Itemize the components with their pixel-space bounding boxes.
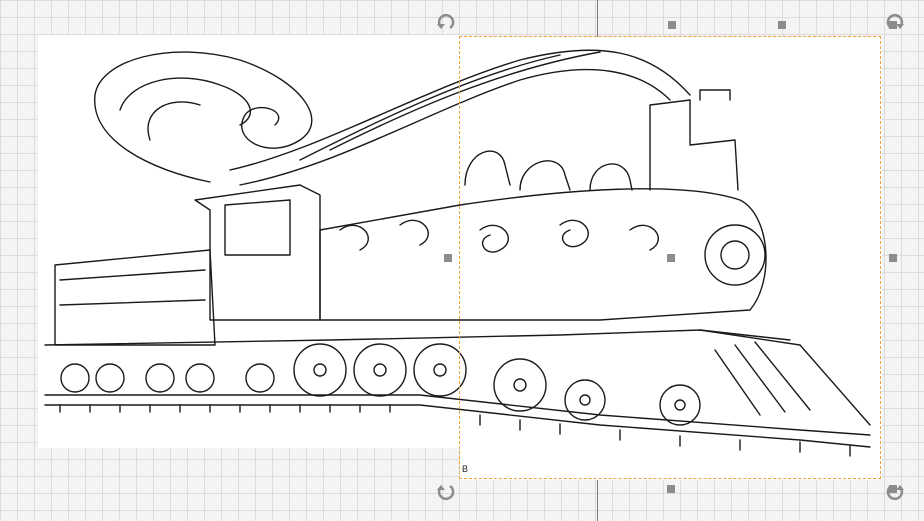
rotate-icon-bottom-left[interactable] xyxy=(435,480,457,502)
resize-handle-top-right-mid[interactable] xyxy=(778,21,786,29)
resize-handle-left[interactable] xyxy=(444,254,452,262)
train-image-left[interactable] xyxy=(38,35,460,448)
resize-handle-top-right[interactable] xyxy=(889,21,897,29)
rotate-icon-top-left[interactable] xyxy=(435,12,457,34)
resize-handle-top[interactable] xyxy=(668,21,676,29)
rotate-icon-top-right[interactable] xyxy=(884,12,906,34)
rotate-icon-bottom-right[interactable] xyxy=(884,480,906,502)
resize-handle-right[interactable] xyxy=(889,254,897,262)
selection-box[interactable] xyxy=(459,36,881,479)
resize-handle-bottom-right[interactable] xyxy=(889,485,897,493)
resize-handle-bottom[interactable] xyxy=(667,485,675,493)
layer-label: B xyxy=(462,464,469,474)
resize-handle-center[interactable] xyxy=(667,254,675,262)
